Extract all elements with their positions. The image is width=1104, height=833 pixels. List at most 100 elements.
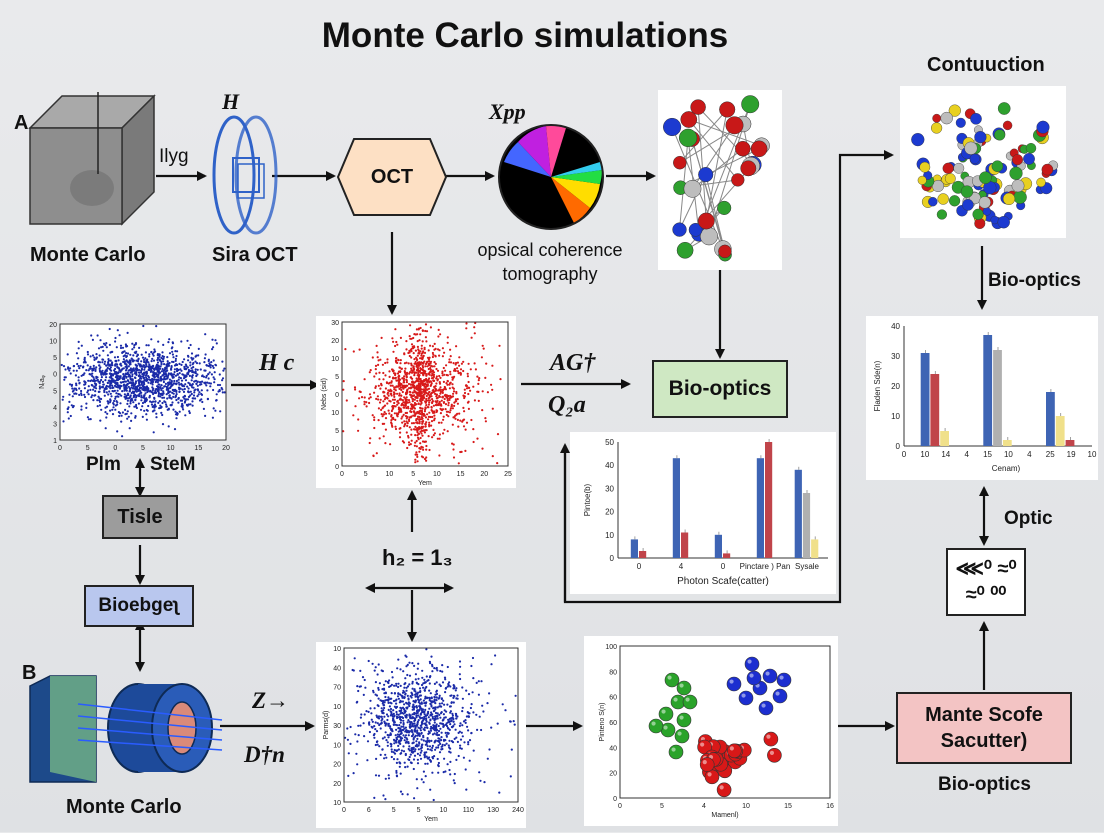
- scatter-center-point: [463, 419, 465, 421]
- scatter-left-point: [152, 374, 154, 376]
- scatter-left-point: [95, 387, 97, 389]
- scatter-left-point: [163, 356, 165, 358]
- scatter-left-point: [122, 361, 124, 363]
- scatter-center-point: [406, 376, 408, 378]
- scatter-bottom-point: [419, 754, 421, 756]
- scatter-left-point: [78, 365, 80, 367]
- scatter-left-point: [194, 397, 196, 399]
- scatter-center-point: [416, 377, 418, 379]
- scatter-center-point: [413, 365, 415, 367]
- scatter-left-point: [117, 356, 119, 358]
- scatter-center-point: [419, 399, 421, 401]
- scatter-center-point: [428, 422, 430, 424]
- scatter-left-point: [219, 384, 221, 386]
- scatter-left-point: [219, 410, 221, 412]
- scatter-left-point: [85, 403, 87, 405]
- scatter-left-point: [114, 409, 116, 411]
- scatter-bottom-point: [422, 682, 424, 684]
- scatter-bottom-point: [347, 739, 349, 741]
- molecule-blue-atom: [773, 689, 787, 703]
- scatter-bottom-point: [423, 679, 425, 681]
- scatter-bottom-point: [446, 704, 448, 706]
- scatter-bottom-point: [382, 701, 384, 703]
- scatter-center-point: [429, 367, 431, 369]
- scatter-center-point: [464, 392, 466, 394]
- scatter-left-point: [63, 365, 65, 367]
- scatter-center-point: [417, 346, 419, 348]
- scatter-bottom-point: [421, 709, 423, 711]
- scatter-left-point: [177, 374, 179, 376]
- scatter-left-point: [102, 381, 104, 383]
- scatter-bottom-point: [387, 702, 389, 704]
- scatter-bottom-point: [417, 699, 419, 701]
- scatter-left-point: [87, 380, 89, 382]
- scatter-left-point: [112, 413, 114, 415]
- scatter-left-point: [152, 389, 154, 391]
- scatter-bottom-point: [422, 735, 424, 737]
- scatter-bottom-point: [429, 719, 431, 721]
- scatter-left-point: [87, 353, 89, 355]
- label-bio-optics-bottom: Bio-optics: [938, 774, 1031, 796]
- scatter-center-point: [418, 402, 420, 404]
- scatter-center-point: [472, 386, 474, 388]
- molecule-red-atom-highlight: [766, 735, 770, 739]
- scatter-left-point: [78, 341, 80, 343]
- scatter-left-y-tick: 0: [53, 372, 57, 379]
- scatter-left-point: [125, 356, 127, 358]
- scatter-left-point: [109, 328, 111, 330]
- scatter-left-point: [158, 395, 160, 397]
- scatter-center-point: [449, 373, 451, 375]
- scatter-center-point: [428, 391, 430, 393]
- scatter-left-point: [105, 427, 107, 429]
- scatter-bottom-point: [417, 721, 419, 723]
- scatter-left-point: [67, 353, 69, 355]
- scatter-left-point: [108, 390, 110, 392]
- scatter-center-point: [406, 391, 408, 393]
- scatter-left-point: [72, 395, 74, 397]
- scatter-left-point: [147, 390, 149, 392]
- scatter-left-point: [101, 370, 103, 372]
- scatter-bottom-point: [363, 694, 365, 696]
- molecule-red-atom: [727, 744, 741, 758]
- scatter-bottom-x-tick: 0: [342, 807, 346, 814]
- scatter-left-x-tick: 20: [222, 445, 230, 452]
- scatter-bottom-point: [401, 737, 403, 739]
- scatter-bottom-point: [444, 744, 446, 746]
- scatter-center-point: [390, 385, 392, 387]
- scatter-left-point: [119, 388, 121, 390]
- scatter-left-point: [146, 399, 148, 401]
- scatter-left-point: [106, 406, 108, 408]
- scatter-bottom-point: [431, 756, 433, 758]
- molecule-blue-atom-highlight: [729, 679, 733, 683]
- scatter-left-point: [161, 370, 163, 372]
- bar-center-category-label: Sysale: [795, 562, 820, 571]
- scatter-center-point: [384, 442, 386, 444]
- scatter-center-point: [405, 385, 407, 387]
- scatter-left-point: [153, 431, 155, 433]
- scatter-center-point: [381, 337, 383, 339]
- scatter-center-point: [425, 416, 427, 418]
- scatter-center-point: [449, 387, 451, 389]
- scatter-center-point: [409, 394, 411, 396]
- scatter-left-point: [127, 373, 129, 375]
- scatter-center-point: [481, 448, 483, 450]
- scatter-bottom-point: [420, 713, 422, 715]
- scatter-center-point: [381, 413, 383, 415]
- scatter-center-point: [442, 374, 444, 376]
- scatter-bottom-point: [372, 721, 374, 723]
- scatter-bottom-point: [395, 741, 397, 743]
- scatter-center-point: [416, 440, 418, 442]
- scatter-bottom-point: [430, 656, 432, 658]
- scatter-center-point: [427, 406, 429, 408]
- scatter-center-point: [354, 386, 356, 388]
- scatter-left-point: [73, 365, 75, 367]
- label-hc: H c: [259, 350, 294, 377]
- molecule-top-image: [658, 90, 782, 270]
- scatter-center-point: [434, 355, 436, 357]
- scatter-center-point: [465, 429, 467, 431]
- scatter-bottom-point: [459, 745, 461, 747]
- scatter-center-point: [392, 408, 394, 410]
- molecule-cluster-atom: [961, 186, 973, 198]
- scatter-bottom-point: [434, 698, 436, 700]
